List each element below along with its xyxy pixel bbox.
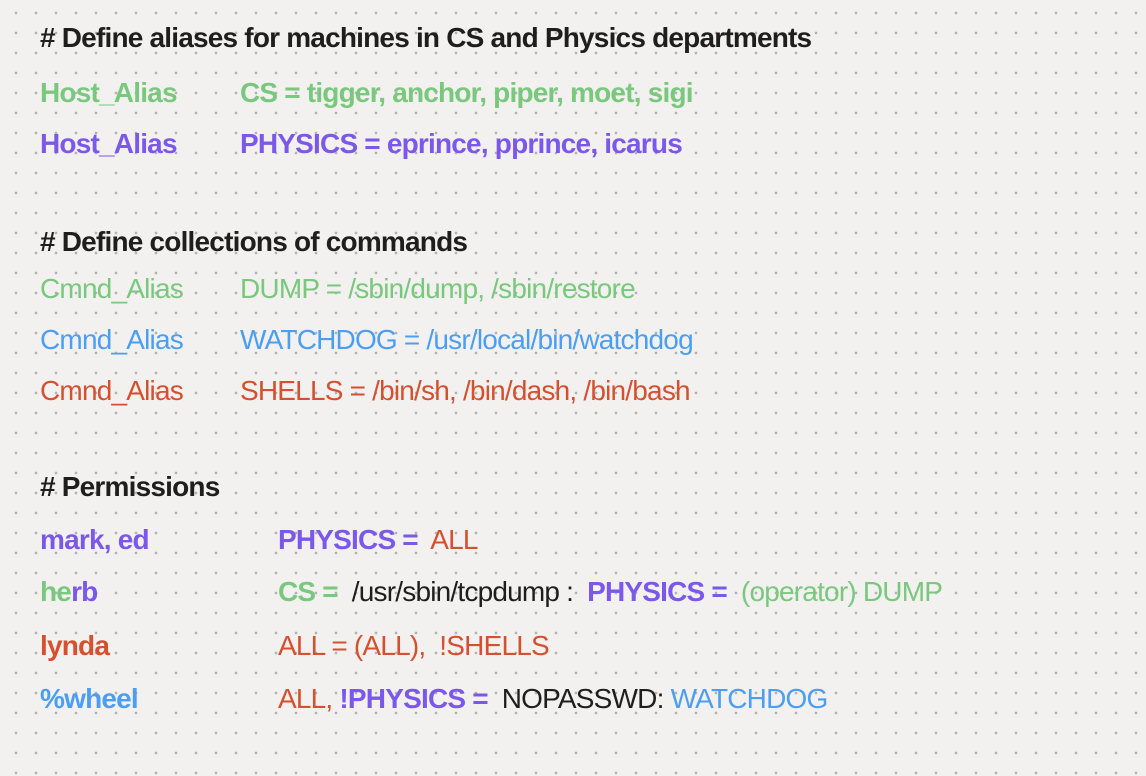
alias-definition: WATCHDOG = /usr/local/bin/watchdog (240, 324, 694, 355)
section-comment-cmnd-aliases: # Define collections of commands (40, 226, 468, 257)
alias-keyword: Cmnd_Alias (40, 273, 184, 304)
command-spec-segment: (operator) DUMP (733, 576, 943, 607)
host-spec-segment: !PHYSICS = (339, 683, 495, 714)
section-comment-host-aliases: # Define aliases for machines in CS and … (40, 22, 812, 53)
permission-row: mark, ed PHYSICS = ALL (40, 524, 479, 555)
host-alias-row: Host_Alias PHYSICS = eprince, pprince, i… (40, 128, 683, 159)
user-name-part: he (40, 576, 72, 607)
user-spec: mark, ed (40, 525, 278, 555)
host-spec-segment: PHYSICS = (587, 576, 734, 607)
cmnd-alias-row: Cmnd_Alias SHELLS = /bin/sh, /bin/dash, … (40, 375, 691, 406)
alias-keyword: Host_Alias (40, 77, 178, 108)
user-name-part: rb (71, 576, 98, 607)
command-spec-segment: WATCHDOG (670, 683, 829, 714)
command-spec-segment: ALL (424, 524, 478, 555)
permission-value: CS = /usr/sbin/tcpdump : PHYSICS = (oper… (278, 576, 943, 607)
user-spec: %wheel (40, 684, 278, 714)
alias-keyword: Host_Alias (40, 128, 178, 159)
host-spec-segment: ALL, (278, 683, 340, 714)
user-name: lynda (40, 630, 110, 661)
command-spec-segment: ALL = (ALL), !SHELLS (278, 630, 550, 661)
cmnd-alias-row: Cmnd_Alias DUMP = /sbin/dump, /sbin/rest… (40, 273, 636, 304)
alias-definition: SHELLS = /bin/sh, /bin/dash, /bin/bash (240, 375, 691, 406)
user-name: mark, ed (40, 524, 150, 555)
permission-value: PHYSICS = ALL (278, 524, 479, 555)
permission-row: lynda ALL = (ALL), !SHELLS (40, 630, 550, 661)
host-alias-row: Host_Alias CS = tigger, anchor, piper, m… (40, 77, 694, 108)
tag-spec-segment: NOPASSWD: (494, 683, 671, 714)
host-spec-segment: CS = (278, 576, 345, 607)
host-spec-segment: PHYSICS = (278, 524, 425, 555)
permission-row: herb CS = /usr/sbin/tcpdump : PHYSICS = … (40, 576, 943, 607)
permission-row: %wheel ALL, !PHYSICS = NOPASSWD: WATCHDO… (40, 683, 829, 714)
alias-definition: PHYSICS = eprince, pprince, icarus (240, 128, 683, 159)
cmnd-alias-row: Cmnd_Alias WATCHDOG = /usr/local/bin/wat… (40, 324, 694, 355)
user-spec: herb (40, 577, 278, 607)
command-spec-segment: /usr/sbin/tcpdump : (344, 576, 588, 607)
section-comment-permissions: # Permissions (40, 471, 220, 502)
alias-keyword: Cmnd_Alias (40, 375, 184, 406)
user-spec: lynda (40, 631, 278, 661)
permission-value: ALL = (ALL), !SHELLS (278, 630, 550, 661)
alias-keyword: Cmnd_Alias (40, 324, 184, 355)
permission-value: ALL, !PHYSICS = NOPASSWD: WATCHDOG (278, 683, 829, 714)
alias-definition: CS = tigger, anchor, piper, moet, sigi (240, 77, 694, 108)
group-name: %wheel (40, 683, 139, 714)
alias-definition: DUMP = /sbin/dump, /sbin/restore (240, 273, 636, 304)
